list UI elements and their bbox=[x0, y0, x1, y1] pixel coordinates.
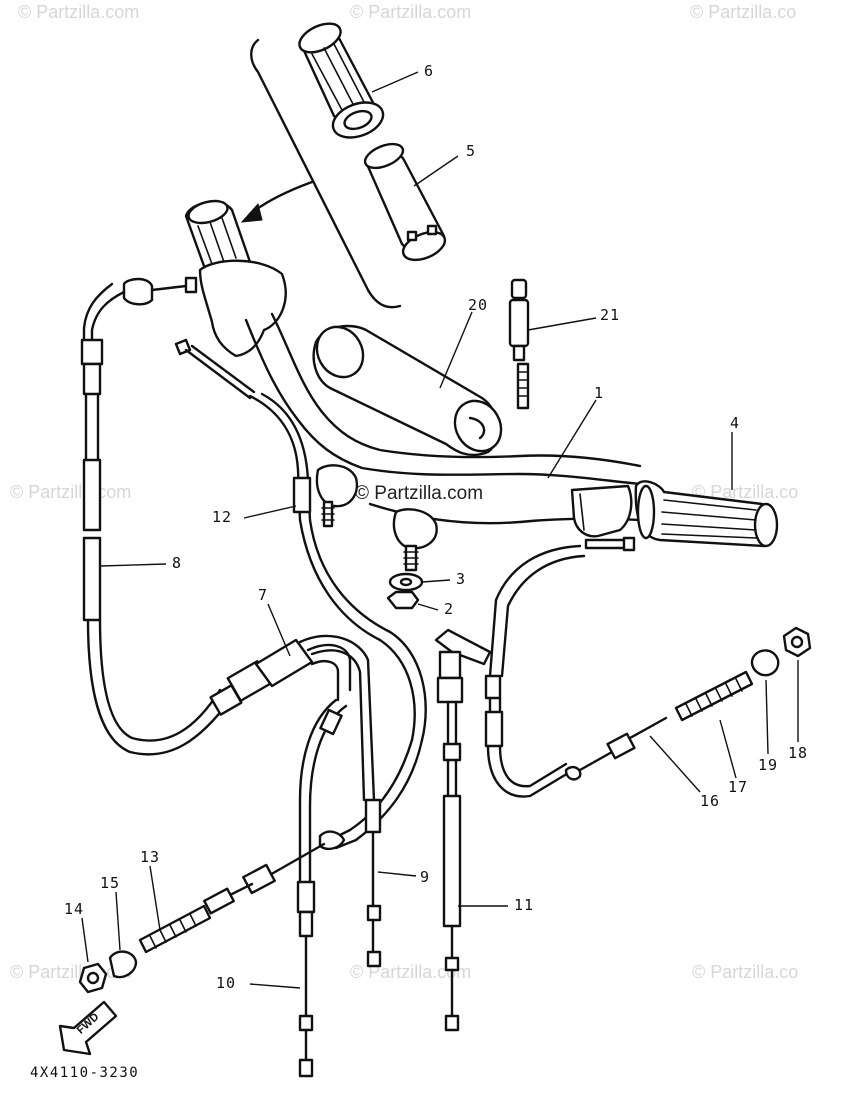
label-part-1: 1 bbox=[594, 384, 604, 402]
arrow-head bbox=[240, 202, 263, 223]
watermark-top-right: © Partzilla.co bbox=[690, 2, 796, 22]
watermark-mid-center: © Partzilla.com bbox=[355, 483, 483, 504]
label-part-7: 7 bbox=[258, 586, 268, 604]
grip-20 bbox=[312, 324, 503, 457]
handlebar-1 bbox=[198, 259, 642, 572]
cable-9 bbox=[364, 798, 382, 968]
label-part-9: 9 bbox=[420, 868, 430, 886]
cable-10 bbox=[296, 698, 348, 1078]
label-part-10: 10 bbox=[216, 974, 236, 992]
label-part-19: 19 bbox=[758, 756, 778, 774]
fwd-arrow-icon: FWD bbox=[58, 1000, 118, 1056]
label-part-3: 3 bbox=[456, 570, 466, 588]
watermarks: © Partzilla.com © Partzilla.com © Partzi… bbox=[10, 2, 798, 982]
grip-6 bbox=[298, 22, 385, 139]
adjuster-nut-19 bbox=[750, 649, 780, 677]
cable-16 bbox=[484, 536, 668, 798]
diagram-code: 4X4110-3230 bbox=[30, 1065, 139, 1081]
label-part-2: 2 bbox=[444, 600, 454, 618]
label-part-12: 12 bbox=[212, 508, 232, 526]
label-part-18: 18 bbox=[788, 744, 808, 762]
label-part-5: 5 bbox=[466, 142, 476, 160]
cable-11 bbox=[434, 628, 492, 1032]
label-part-17: 17 bbox=[728, 778, 748, 796]
label-part-4: 4 bbox=[730, 414, 740, 432]
label-part-11: 11 bbox=[514, 896, 534, 914]
fastener-21 bbox=[508, 278, 530, 410]
label-part-6: 6 bbox=[424, 62, 434, 80]
label-part-21: 21 bbox=[600, 306, 620, 324]
watermark-top-left: © Partzilla.com bbox=[18, 2, 139, 22]
label-part-20: 20 bbox=[468, 296, 488, 314]
part-number-labels: 6 5 20 21 1 4 3 2 12 8 7 9 11 10 13 15 1… bbox=[64, 62, 808, 992]
adjuster-nut-15 bbox=[108, 950, 138, 979]
label-part-8: 8 bbox=[172, 554, 182, 572]
exploded-view-bracket bbox=[250, 38, 402, 309]
watermark-mid-left: © Partzilla.com bbox=[10, 482, 131, 502]
watermark-mid-right: © Partzilla.co bbox=[692, 482, 798, 502]
leader-lines bbox=[81, 71, 799, 989]
watermark-top-center: © Partzilla.com bbox=[350, 2, 471, 22]
left-grip bbox=[184, 199, 252, 273]
right-grip-4 bbox=[634, 480, 779, 548]
cable-8 bbox=[80, 276, 232, 756]
cable-7 bbox=[209, 634, 376, 802]
watermark-bottom-right: © Partzilla.co bbox=[692, 962, 798, 982]
label-part-13: 13 bbox=[140, 848, 160, 866]
label-part-15: 15 bbox=[100, 874, 120, 892]
label-part-16: 16 bbox=[700, 792, 720, 810]
adjuster-13 bbox=[138, 830, 346, 954]
label-part-14: 14 bbox=[64, 900, 84, 918]
cable-12 bbox=[174, 338, 427, 850]
nut-2 bbox=[386, 590, 420, 610]
grip-tube-5 bbox=[363, 142, 447, 262]
adjuster-17 bbox=[674, 670, 754, 722]
